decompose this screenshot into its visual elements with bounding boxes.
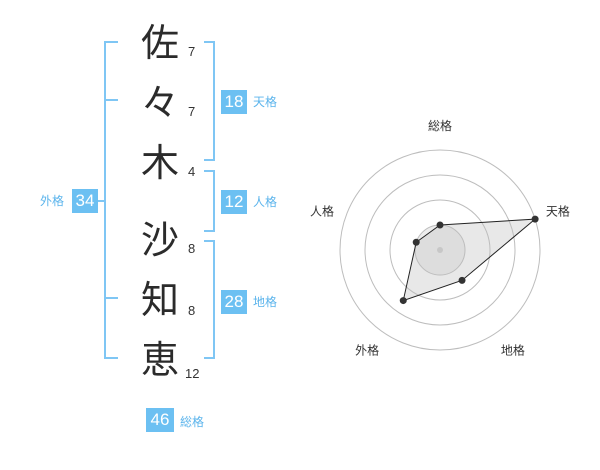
- radar-ring: [389, 199, 491, 301]
- name-char: 佐: [140, 21, 179, 65]
- tenkaku-bracket-top: [204, 41, 215, 43]
- soukaku-label: 総格: [180, 415, 205, 429]
- tenkaku-label: 天格: [253, 95, 278, 109]
- radar-axis-label: 人格: [310, 204, 334, 219]
- gaikaku-bracket-tick: [104, 297, 118, 299]
- jinkaku-bracket: [213, 170, 215, 232]
- radar-point: [458, 276, 466, 284]
- chikaku-bracket-top: [204, 240, 215, 242]
- chikaku-label: 地格: [253, 295, 278, 309]
- soukaku-badge: 46: [146, 408, 174, 432]
- stroke-count: 8: [188, 303, 196, 318]
- tenkaku-badge: 18: [221, 90, 247, 114]
- stroke-count: 7: [188, 44, 196, 59]
- jinkaku-bracket-top: [204, 170, 215, 172]
- gaikaku-bracket-top: [104, 41, 118, 43]
- jinkaku-bracket-bottom: [204, 230, 215, 232]
- gaikaku-bracket-bottom: [104, 357, 118, 359]
- radar-ring: [364, 174, 516, 326]
- gaikaku-label: 外格: [40, 194, 65, 208]
- tenkaku-bracket: [213, 41, 215, 161]
- radar-ring: [339, 149, 541, 351]
- radar-point: [531, 215, 539, 223]
- radar-axis-label: 地格: [501, 342, 525, 357]
- radar-polygon: [402, 218, 537, 302]
- name-char: 々: [140, 81, 179, 125]
- chikaku-bracket: [213, 240, 215, 359]
- radar-axis-label: 天格: [546, 204, 570, 219]
- chikaku-bracket-bottom: [204, 357, 215, 359]
- radar-point: [412, 238, 420, 246]
- radar-point: [399, 297, 407, 305]
- name-char: 知: [140, 278, 179, 322]
- radar-point: [436, 221, 444, 229]
- tenkaku-bracket-bottom: [204, 159, 215, 161]
- gaikaku-bracket-stub: [98, 200, 106, 202]
- radar-axis-label: 総格: [428, 118, 452, 133]
- name-char: 沙: [140, 218, 179, 262]
- radar-center: [437, 247, 443, 253]
- chikaku-badge: 28: [221, 290, 247, 314]
- jinkaku-label: 人格: [253, 195, 278, 209]
- name-char: 木: [140, 141, 179, 185]
- stroke-count: 7: [188, 104, 196, 119]
- gaikaku-bracket-tick: [104, 99, 118, 101]
- gaikaku-badge: 34: [72, 189, 98, 213]
- jinkaku-badge: 12: [221, 190, 247, 214]
- name-char: 恵: [140, 338, 179, 382]
- radar-axis-label: 外格: [355, 342, 379, 357]
- stroke-count: 12: [185, 366, 200, 381]
- stroke-count: 4: [188, 164, 196, 179]
- stroke-count: 8: [188, 241, 196, 256]
